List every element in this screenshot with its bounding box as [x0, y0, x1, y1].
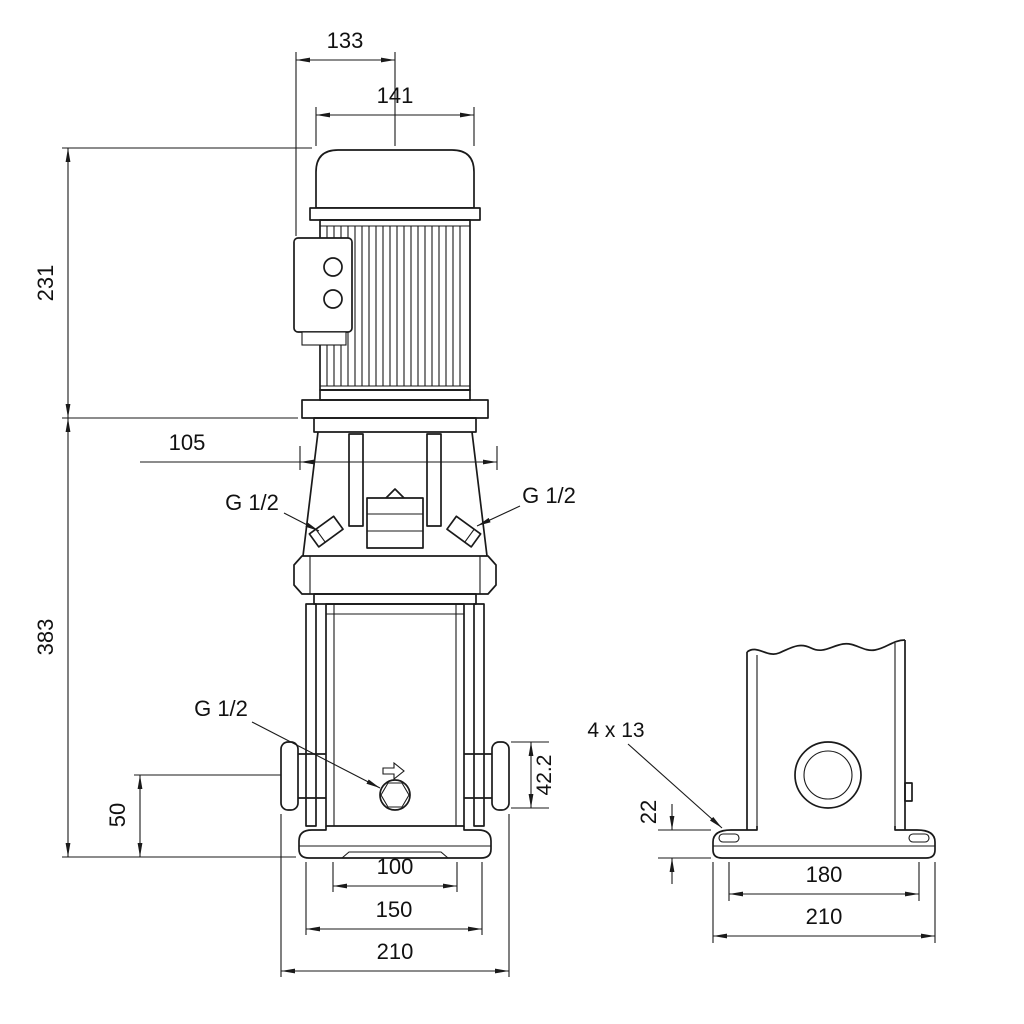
dim-210-front: 210	[280, 814, 510, 977]
dim-42-2: 42.2	[511, 741, 556, 809]
leader-line	[251, 721, 381, 789]
callout-g12-top-left: G 1/2	[225, 490, 320, 532]
inlet-port	[280, 741, 326, 811]
nameplate-tab	[904, 782, 913, 802]
side-sleeve	[746, 639, 913, 830]
dim-141: 141	[315, 83, 475, 146]
dim-383-label: 383	[33, 619, 58, 656]
dim-22: 22	[636, 800, 711, 884]
slot-spec-label: 4 x 13	[587, 719, 644, 742]
dim-133: 133	[295, 28, 396, 236]
callout-slot-4x13: 4 x 13	[587, 719, 723, 829]
outlet-port	[464, 741, 510, 811]
leader-line	[283, 512, 320, 532]
leader-line	[627, 743, 723, 829]
dim-150-label: 150	[376, 897, 413, 922]
dim-210-side-label: 210	[806, 904, 843, 929]
head-flange	[293, 555, 497, 595]
dim-210-side: 210	[712, 862, 936, 943]
vent-plug-left	[308, 515, 344, 548]
dim-100: 100	[332, 854, 458, 892]
mounting-slot	[908, 833, 930, 843]
callout-g12-top-right: G 1/2	[476, 483, 576, 527]
flow-arrow-icon	[382, 761, 405, 781]
coupling-guard-left	[348, 433, 364, 527]
tie-rod-left	[305, 603, 317, 827]
head-neck	[313, 593, 477, 605]
dim-383: 383	[33, 418, 296, 858]
side-view	[712, 639, 936, 859]
dim-105: 105	[140, 430, 498, 470]
side-base	[712, 826, 936, 859]
front-view	[280, 149, 510, 859]
dim-22-label: 22	[636, 800, 661, 824]
dim-141-label: 141	[377, 83, 414, 108]
pump-base	[298, 826, 492, 859]
tie-rod-right	[473, 603, 485, 827]
dim-105-label: 105	[169, 430, 206, 455]
dim-150: 150	[305, 862, 483, 935]
dim-231: 231	[33, 147, 312, 419]
side-port	[794, 741, 862, 809]
pump-sleeve	[305, 603, 485, 827]
pump-head	[293, 431, 497, 605]
g12-top-left-label: G 1/2	[225, 490, 279, 515]
dim-133-label: 133	[327, 28, 364, 53]
leader-line	[476, 505, 521, 527]
break-line	[746, 639, 906, 655]
dim-50-label: 50	[105, 803, 130, 827]
dim-180: 180	[728, 862, 920, 901]
g12-top-right-label: G 1/2	[522, 483, 576, 508]
mounting-slot	[718, 833, 740, 843]
cable-entry-hole	[323, 257, 343, 277]
terminal-box	[293, 237, 353, 346]
fan-cover-lip	[309, 207, 481, 221]
callout-g12-drain: G 1/2	[194, 696, 381, 789]
g12-drain-label: G 1/2	[194, 696, 248, 721]
dim-210-front-label: 210	[377, 939, 414, 964]
motor-flange	[301, 389, 489, 433]
motor-fan-cover	[309, 149, 481, 221]
vent-plug-right	[446, 515, 482, 548]
drain-plug	[379, 779, 411, 811]
cable-entry-hole	[323, 289, 343, 309]
dim-100-label: 100	[377, 854, 414, 879]
coupling	[366, 497, 424, 549]
dim-50: 50	[105, 774, 281, 857]
dim-42-2-label: 42.2	[533, 755, 556, 796]
dim-180-label: 180	[806, 862, 843, 887]
terminal-box-step	[301, 331, 347, 346]
dim-231-label: 231	[33, 265, 58, 302]
coupling-guard-right	[426, 433, 442, 527]
